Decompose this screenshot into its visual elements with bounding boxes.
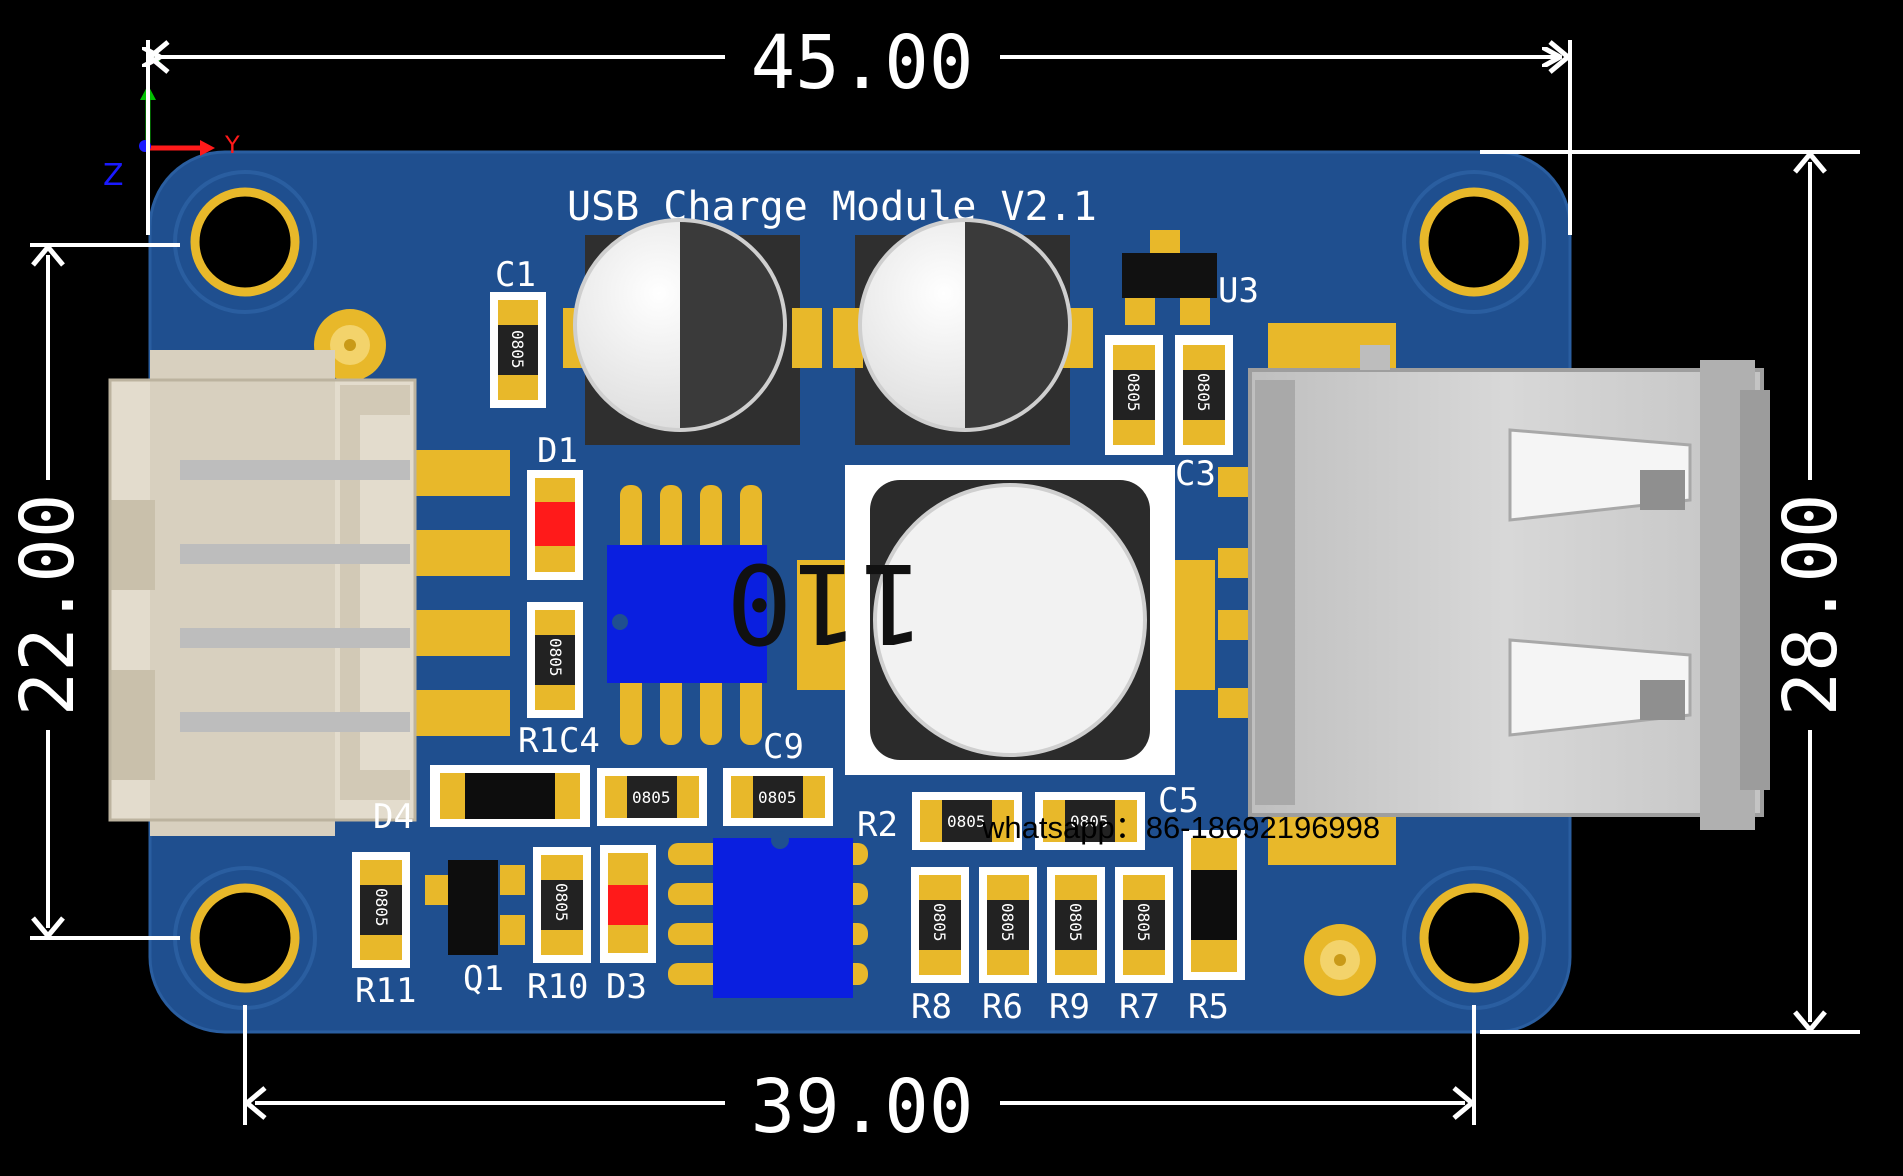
label-q1: Q1: [463, 959, 504, 999]
svg-text:0805: 0805: [372, 888, 391, 927]
diode-d4: [430, 765, 590, 827]
mounting-holes: [173, 170, 1546, 1010]
label-r8: R8: [911, 987, 952, 1027]
svg-text:0805: 0805: [998, 903, 1017, 942]
svg-text:0805: 0805: [1134, 903, 1153, 942]
inductor-marking: 110: [726, 539, 925, 667]
hole-bottom-left: [190, 883, 300, 993]
label-r2: R2: [857, 805, 898, 845]
svg-text:0805: 0805: [632, 788, 671, 807]
board-title: USB Charge Module V2.1: [567, 184, 1097, 230]
axis-y-label: Y: [224, 131, 240, 159]
label-c3: C3: [1175, 454, 1216, 494]
led-d3: [600, 845, 656, 963]
led-d1: [527, 470, 583, 580]
capacitor-c9: 0805: [723, 768, 833, 826]
label-r7: R7: [1119, 987, 1160, 1027]
resistor-r10: 0805: [533, 847, 591, 963]
resistor-r5: [1183, 830, 1245, 980]
transistor-q1: [425, 860, 525, 955]
electrolytic-capacitor-right: [833, 218, 1093, 445]
label-c1: C1: [495, 255, 536, 295]
svg-text:0805: 0805: [947, 812, 986, 831]
dim-right-height: 28.00: [1768, 494, 1854, 717]
ic-soic8-bottom: [668, 831, 868, 998]
svg-text:0805: 0805: [758, 788, 797, 807]
svg-text:0805: 0805: [1066, 903, 1085, 942]
label-c9: C9: [763, 727, 804, 767]
label-r1c4: R1C4: [518, 721, 600, 761]
svg-text:0805: 0805: [1194, 373, 1213, 412]
svg-text:0805: 0805: [1124, 373, 1143, 412]
label-r10: R10: [527, 967, 588, 1007]
designators: C1 D1 U3 C3 R1C4 C9 D4 R2 C5 R11 Q1 R10 …: [355, 255, 1259, 1027]
dim-left-height: 22.00: [5, 494, 91, 717]
label-r6: R6: [982, 987, 1023, 1027]
resistor-row-bottom: 0805 0805 0805 0805: [911, 867, 1173, 983]
capacitor-c1: 0805: [490, 292, 546, 408]
hole-bottom-right: [1419, 883, 1529, 993]
inductor: 110: [726, 465, 1175, 775]
c1-package: 0805: [508, 330, 527, 369]
label-d3: D3: [606, 967, 647, 1007]
svg-text:0805: 0805: [546, 638, 565, 677]
dim-bottom-width: 39.00: [751, 1064, 974, 1150]
ic-u3: [1122, 230, 1217, 325]
usb-a-port: [1248, 345, 1770, 830]
svg-text:0805: 0805: [1070, 812, 1109, 831]
label-u3: U3: [1218, 271, 1259, 311]
resistor-pair-u3: 0805 0805: [1105, 335, 1233, 455]
axis-z-label: Z: [103, 158, 124, 193]
label-c5: C5: [1158, 781, 1199, 821]
hole-top-left: [190, 187, 300, 297]
label-d1: D1: [537, 431, 578, 471]
label-r9: R9: [1049, 987, 1090, 1027]
capacitor-c5: 0805: [1035, 792, 1145, 850]
svg-text:0805: 0805: [930, 903, 949, 942]
watermark: whatsapp：86-18692196998: [981, 810, 1380, 845]
dimension-arrowheads: [31, 40, 1827, 1120]
label-r11: R11: [355, 971, 416, 1011]
hole-top-right: [1419, 187, 1529, 297]
dimension-lines: [30, 40, 1860, 1125]
ic-soic8-main: [607, 485, 767, 745]
resistor-r1: 0805: [527, 602, 583, 718]
svg-text:0805: 0805: [552, 883, 571, 922]
electrolytic-capacitor-left: [563, 218, 822, 445]
resistor-r2: 0805: [912, 792, 1022, 850]
label-r5: R5: [1188, 987, 1229, 1027]
dim-top-width: 45.00: [751, 20, 974, 106]
label-d4: D4: [373, 797, 414, 837]
jst-connector: [108, 350, 510, 836]
resistor-r11: 0805: [352, 852, 410, 968]
capacitor-c4: 0805: [597, 768, 707, 826]
